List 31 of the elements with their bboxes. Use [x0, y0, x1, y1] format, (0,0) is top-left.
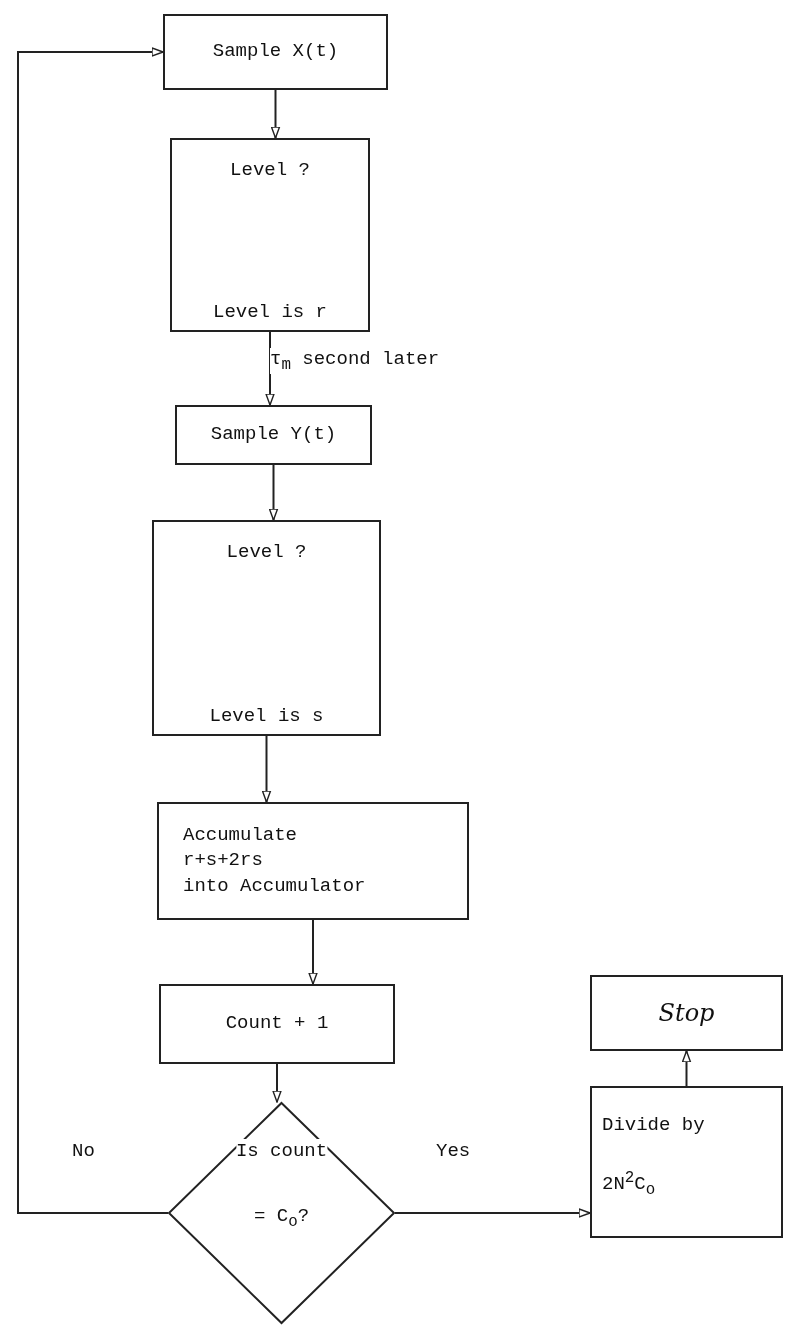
process-box	[170, 138, 370, 332]
box-text: Stop	[658, 997, 715, 1029]
box-text: into Accumulator	[183, 873, 366, 899]
arrow	[272, 1063, 282, 1103]
box-text: r+s+2rs	[183, 848, 263, 874]
arrow	[265, 331, 275, 406]
process-box	[175, 405, 372, 465]
box-text: Count + 1	[225, 1011, 329, 1037]
box-text: 2N$^{2}$C$_{o}$	[602, 1167, 656, 1201]
box-text: Divide by	[602, 1112, 705, 1138]
box-text: Level ?	[230, 158, 310, 183]
arrow	[394, 1208, 591, 1218]
box-text: Level ?	[226, 540, 307, 565]
box-text: Sample Y(t)	[210, 422, 337, 448]
box-text: Sample X(t)	[212, 39, 339, 65]
process-box	[152, 520, 381, 736]
process-box	[157, 802, 469, 920]
process-box	[590, 1086, 783, 1238]
process-box	[163, 14, 388, 90]
arrow	[270, 89, 281, 139]
box-text: Accumulate	[183, 822, 298, 848]
process-box	[159, 984, 395, 1064]
box-text: Level is r	[213, 300, 327, 326]
edge-label: τ$_{m}$ second later	[270, 348, 440, 374]
arrow	[268, 464, 279, 521]
arrow	[681, 1050, 692, 1087]
process-box	[590, 975, 783, 1051]
arrow	[261, 735, 272, 803]
box-text: Level is s	[209, 704, 324, 730]
arrow	[308, 919, 318, 985]
arrow	[17, 47, 169, 1214]
